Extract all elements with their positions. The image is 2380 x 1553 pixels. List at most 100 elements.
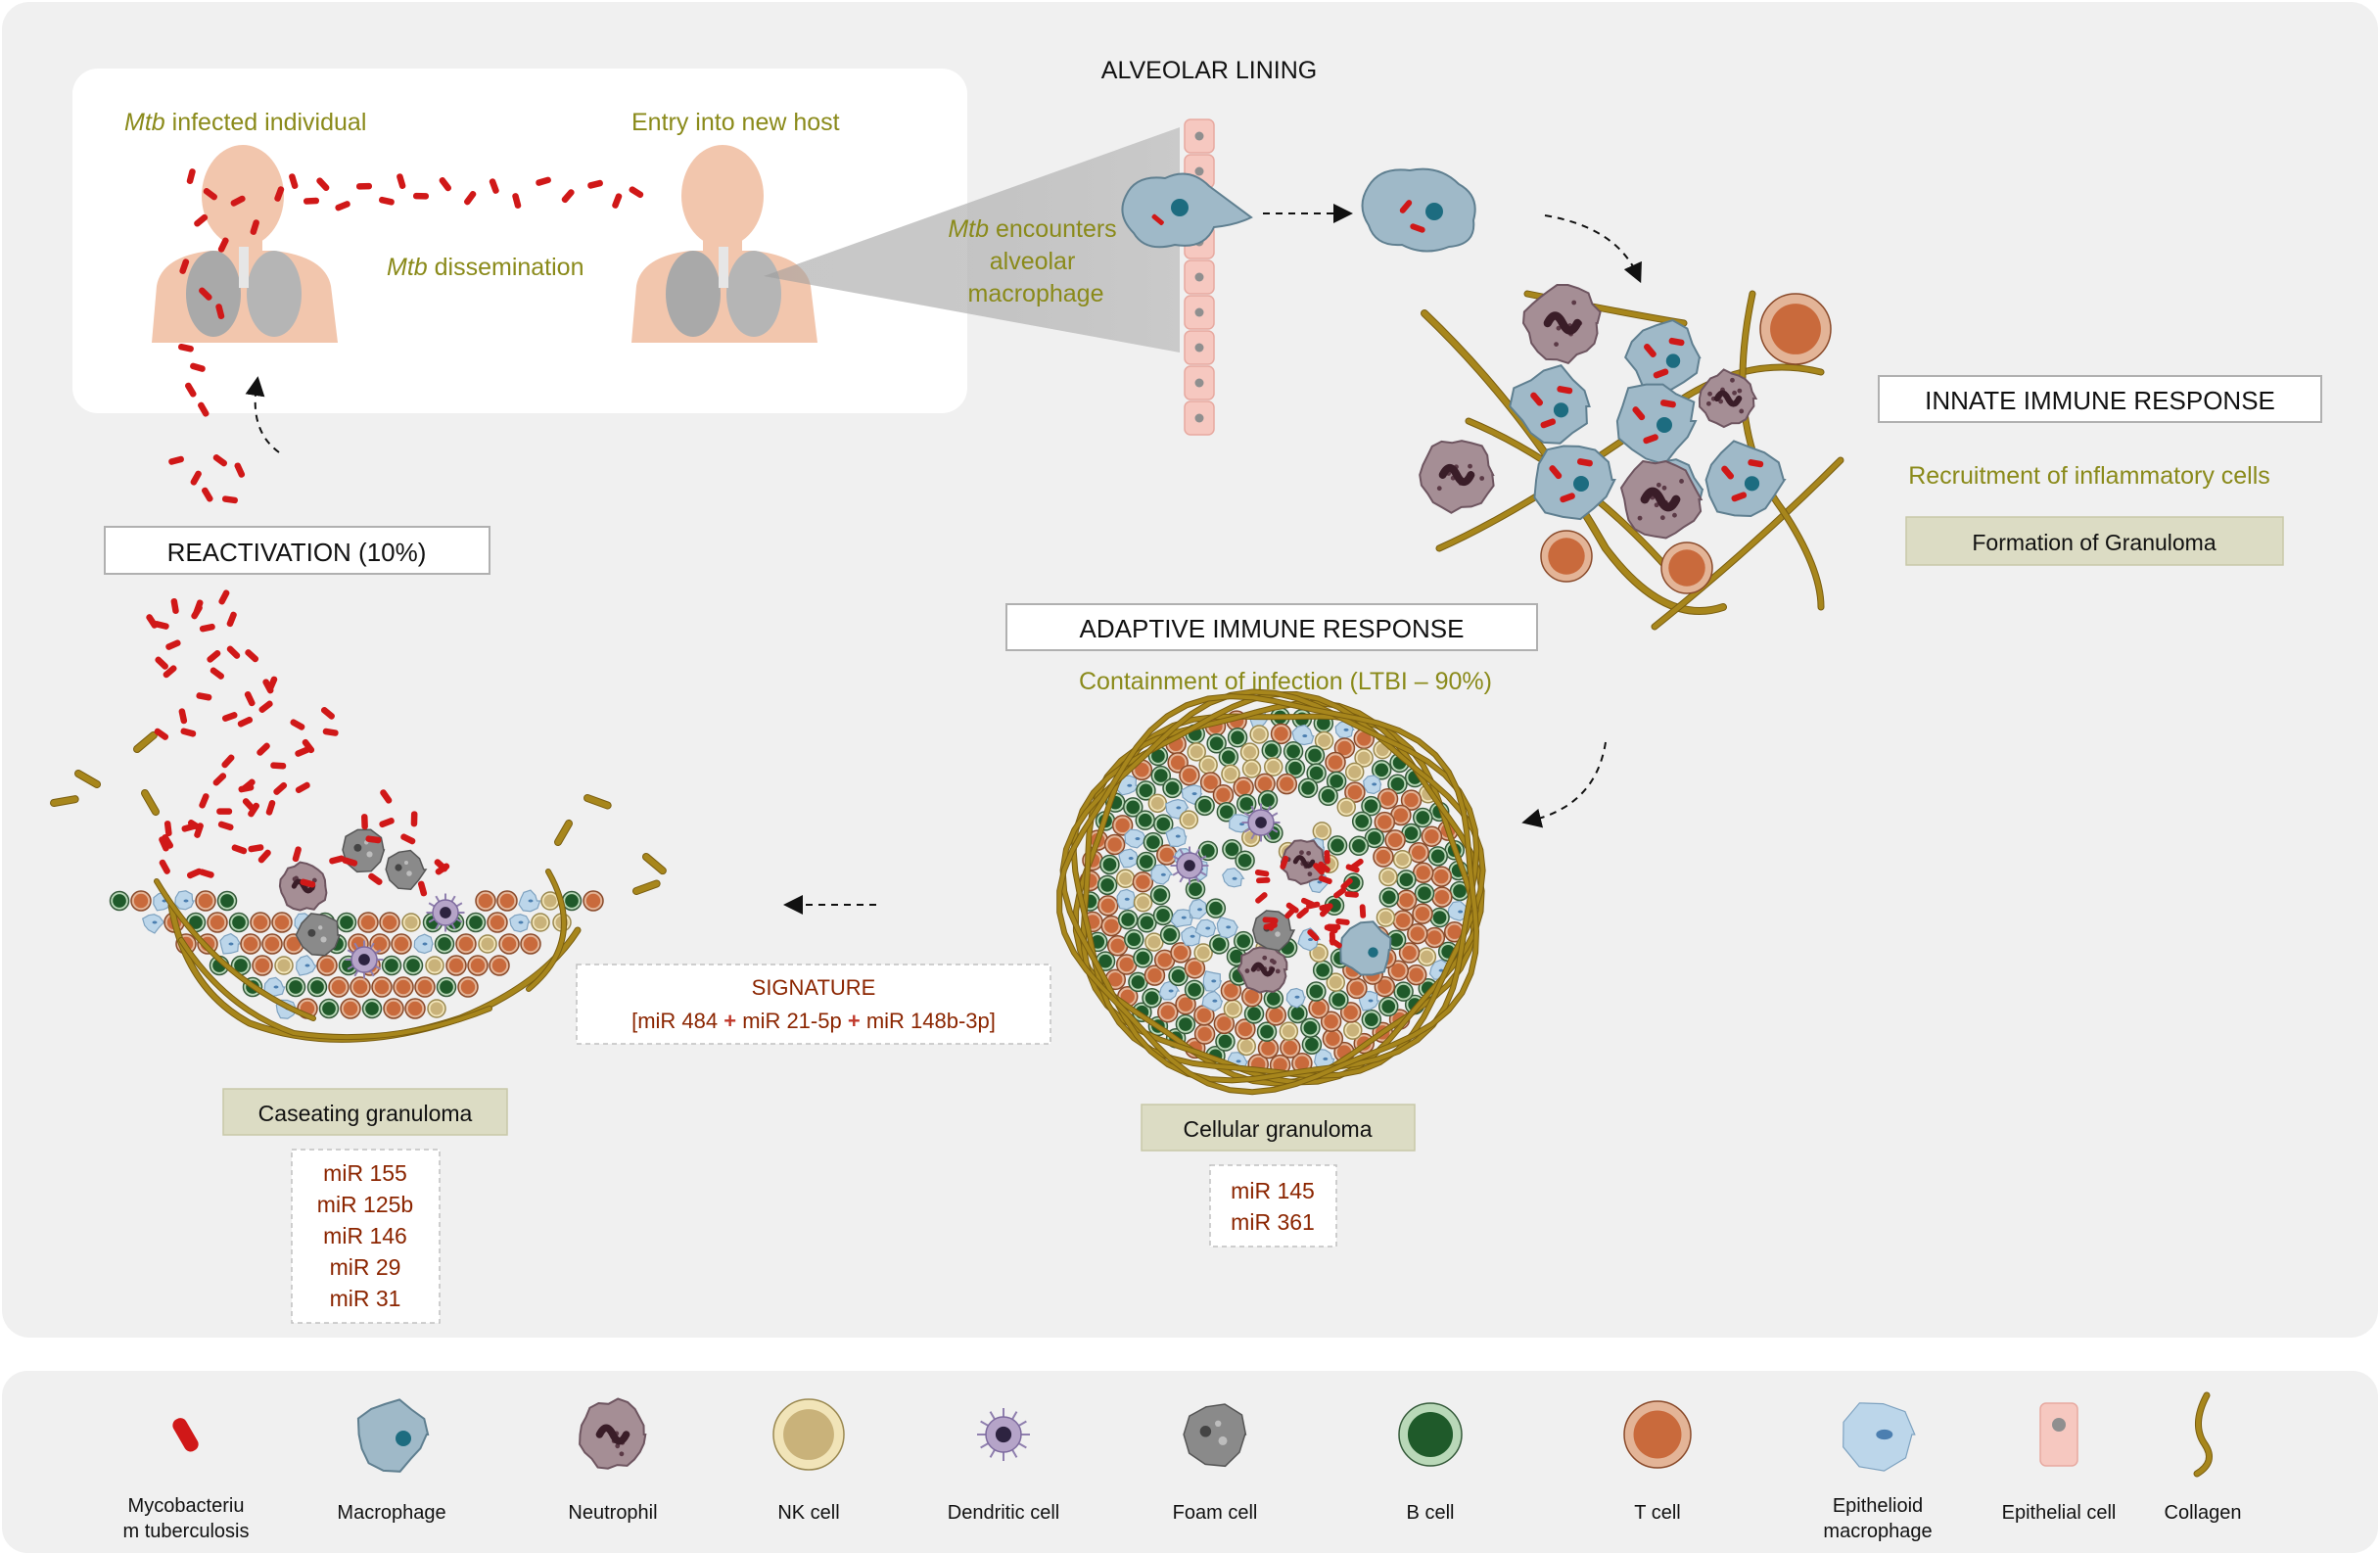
collagen-fiber — [155, 879, 315, 1020]
nk-cell — [531, 913, 550, 932]
b-cell — [1414, 882, 1435, 904]
b-cell — [1215, 1031, 1236, 1052]
t-cell — [1199, 772, 1222, 793]
bacterium — [186, 168, 196, 184]
macrophage — [1615, 383, 1698, 466]
epithelioid-macrophage — [1189, 898, 1211, 919]
bacterium — [199, 623, 215, 633]
nk-cell — [1115, 869, 1136, 889]
new-host-label: Entry into new host — [631, 109, 840, 136]
legend-item: T cell — [1623, 1400, 1692, 1524]
epithelioid-macrophage — [1202, 970, 1223, 992]
b-cell — [561, 890, 583, 912]
caseating-mirna: miR 155 — [323, 1160, 407, 1186]
b-cell — [361, 998, 383, 1019]
t-cell — [1395, 889, 1418, 912]
b-cell — [1297, 777, 1319, 799]
b-cell — [1162, 777, 1183, 799]
t-cell — [1431, 886, 1453, 908]
bacterium — [248, 844, 264, 853]
b-cell — [1206, 733, 1227, 754]
nk-cell — [1314, 730, 1334, 751]
t-cell — [1097, 895, 1119, 917]
t-cell — [1212, 783, 1235, 806]
nk-cell — [1237, 1036, 1256, 1057]
t-cell — [1156, 844, 1178, 866]
t-cell-shape — [1623, 1400, 1692, 1469]
epithelial-cell-icon — [2039, 1402, 2078, 1467]
t-cell — [1184, 958, 1206, 979]
bacterium — [170, 598, 179, 614]
t-cell — [475, 890, 496, 912]
t-cell — [414, 976, 436, 998]
nk-cell — [1336, 797, 1356, 817]
b-cell — [1168, 965, 1189, 987]
nk-cell — [1312, 822, 1332, 841]
bacterium — [1540, 418, 1557, 429]
bacterium — [1296, 907, 1309, 919]
bacterium — [412, 192, 429, 200]
t-cell — [252, 955, 273, 976]
b-cell — [1261, 739, 1283, 761]
legend-item: Collagen — [2165, 1391, 2241, 1524]
nk-cell — [1147, 793, 1168, 814]
t-cell — [383, 998, 404, 1019]
t-cell — [1325, 751, 1346, 774]
bacterium — [163, 821, 172, 837]
b-cell — [109, 890, 130, 912]
bacterium — [1560, 493, 1575, 503]
b-cell — [1412, 807, 1433, 828]
bacterium — [1530, 392, 1544, 406]
t-cell — [1377, 787, 1399, 810]
b-cell — [1142, 987, 1162, 1009]
b-cell — [1197, 840, 1219, 862]
t-cell — [1132, 871, 1154, 893]
epithelioid-macrophage — [413, 933, 434, 955]
epithelioid-macrophage — [141, 914, 165, 934]
bacterium — [153, 621, 169, 630]
t-cell — [1374, 811, 1396, 833]
cellular-label: Cellular granuloma — [1183, 1116, 1372, 1142]
t-cell — [1346, 977, 1368, 1000]
b-cell — [1387, 774, 1408, 795]
flow-arrows — [245, 204, 1642, 915]
bacterium — [536, 176, 551, 186]
nk-cell — [1417, 947, 1437, 966]
t-cell — [1175, 993, 1196, 1015]
bacterium — [295, 781, 310, 794]
t-cell — [1308, 997, 1330, 1019]
b-cell — [1185, 878, 1206, 900]
macrophage-icon — [356, 1398, 430, 1473]
bacterium — [1329, 937, 1342, 949]
bacterium — [1549, 465, 1563, 480]
epithelioid-macrophage — [1291, 724, 1315, 746]
epithelioid-macrophage — [1285, 987, 1307, 1009]
bacterium — [1324, 924, 1338, 934]
t-cell — [1759, 293, 1832, 365]
b-cell — [1222, 839, 1242, 860]
bacterium — [365, 835, 382, 844]
epithelioid-macrophage — [295, 955, 318, 976]
t-cell — [1103, 833, 1126, 856]
bacterium — [1344, 891, 1359, 898]
b-cell — [1149, 884, 1171, 906]
bacterium — [230, 195, 246, 207]
nk-cell — [1263, 757, 1283, 776]
b-cell — [1284, 758, 1306, 778]
legend-item: B cell — [1398, 1402, 1463, 1524]
bacterium — [512, 193, 522, 209]
foam-cell — [1183, 1403, 1247, 1468]
bacterium — [159, 836, 169, 852]
nk-cell — [1241, 759, 1262, 778]
bacterium — [181, 823, 198, 832]
t-cell — [207, 912, 228, 933]
bacterium — [226, 645, 241, 659]
b-cell — [1159, 924, 1181, 945]
bacterium — [435, 863, 450, 875]
bacterium — [587, 179, 603, 189]
bacterium — [207, 649, 221, 663]
bacterium — [316, 177, 330, 192]
legend-item: Dendritic cell — [948, 1408, 1059, 1524]
b-cell — [318, 998, 340, 1019]
t-cell — [1179, 764, 1200, 786]
